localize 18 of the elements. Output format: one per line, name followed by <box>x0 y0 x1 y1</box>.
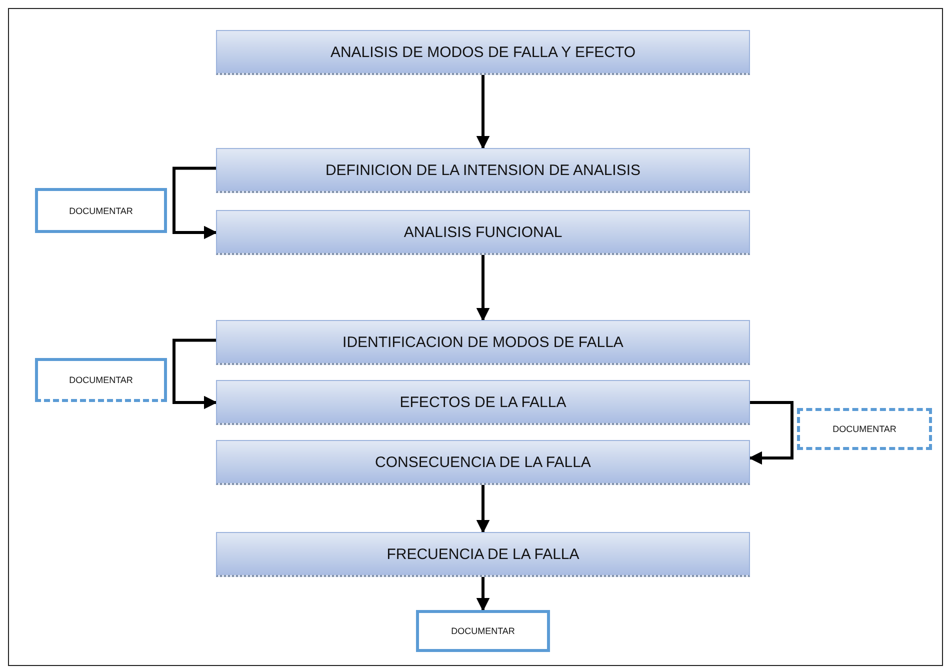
arrow <box>748 401 794 465</box>
arrow <box>172 166 218 240</box>
process-box: ANALISIS FUNCIONAL <box>216 210 750 255</box>
document-box: DOCUMENTAR <box>416 610 550 652</box>
document-box: DOCUMENTAR <box>35 358 167 402</box>
arrow <box>476 485 490 534</box>
process-box: FRECUENCIA DE LA FALLA <box>216 532 750 577</box>
process-box: ANALISIS DE MODOS DE FALLA Y EFECTO <box>216 30 750 75</box>
process-box: EFECTOS DE LA FALLA <box>216 380 750 425</box>
arrow <box>476 75 490 150</box>
process-box: IDENTIFICACION DE MODOS DE FALLA <box>216 320 750 365</box>
arrow <box>476 577 490 612</box>
arrow <box>172 338 218 410</box>
document-box: DOCUMENTAR <box>35 188 167 233</box>
process-box: DEFINICION DE LA INTENSION DE ANALISIS <box>216 148 750 193</box>
document-box: DOCUMENTAR <box>797 408 932 450</box>
process-box: CONSECUENCIA DE LA FALLA <box>216 440 750 485</box>
arrow <box>476 255 490 322</box>
